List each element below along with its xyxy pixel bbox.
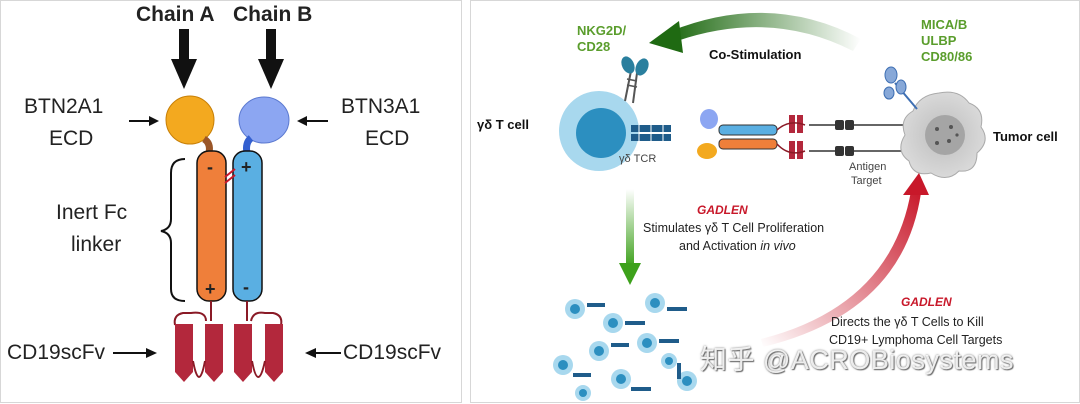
gd-tcr-label: γδ TCR [619, 153, 657, 165]
proliferation-arrow [626, 189, 634, 267]
tumor-cell [900, 91, 986, 178]
ulbp-label: ULBP [921, 33, 957, 48]
co-stimulation-label: Co-Stimulation [709, 47, 802, 62]
cd19-targets-label: CD19+ Lymphoma Cell Targets [829, 333, 1003, 347]
chain-b-arrow [258, 29, 284, 89]
activation-label: and Activation in vivo [679, 239, 796, 253]
gd-t-cell-label: γδ T cell [477, 117, 529, 132]
btn2a1-ecd-domain [165, 95, 215, 145]
stimulates-label: Stimulates γδ T Cell Proliferation [643, 221, 825, 235]
left-panel-schematic: Chain A Chain B BTN2A1 ECD BTN3A1 ECD In… [0, 0, 462, 403]
kill-direction-arrow [761, 191, 921, 347]
chain-a-arrow [171, 29, 197, 89]
cd80-label: CD80/86 [921, 49, 973, 64]
molecule-schematic [113, 29, 341, 382]
chain-a-plus: + [205, 279, 216, 299]
btn3a1-label: BTN3A1 [341, 95, 421, 118]
gadlen-label-1: GADLEN [697, 203, 748, 217]
cd19-scfv-right [234, 311, 283, 382]
antigen-target [835, 120, 909, 156]
cd19-scfv-left [173, 311, 223, 382]
inert-fc-brace [160, 158, 186, 302]
tumor-cell-label: Tumor cell [993, 129, 1058, 144]
btn2a1-ecd-label: ECD [49, 127, 94, 150]
chain-b-label: Chain B [233, 3, 313, 26]
mechanism-illustration [553, 12, 986, 401]
chain-a-minus: - [207, 157, 213, 177]
chain-a-label: Chain A [136, 3, 215, 26]
btn2a1-label: BTN2A1 [24, 95, 104, 118]
mica-label: MICA/B [921, 17, 968, 32]
btn3a1-ecd-domain [238, 96, 290, 144]
nkg2d-label: NKG2D/ [577, 23, 627, 38]
chain-b-minus: - [243, 277, 249, 297]
gadlen-label-2: GADLEN [901, 295, 952, 309]
inert-fc-label: Inert Fc [56, 201, 128, 224]
directs-label: Directs the γδ T Cells to Kill [831, 315, 984, 329]
right-panel-mechanism: NKG2D/ CD28 MICA/B ULBP CD80/86 Co-Stimu… [470, 0, 1080, 403]
nkg2d-receptor [621, 56, 649, 104]
watermark: 知乎 @ACROBiosystems [700, 345, 1014, 375]
co-stimulation-arrow [671, 12, 861, 51]
mica-ligand [883, 66, 918, 110]
cd19-right-arrow [305, 348, 341, 358]
btn3a1-arrow [297, 116, 328, 126]
gd-tcr [631, 125, 671, 141]
chain-b-plus: + [241, 157, 252, 177]
linker-label: linker [71, 233, 122, 256]
gd-t-cell [559, 91, 639, 171]
gadlen-molecule [697, 109, 806, 159]
cd19-left-arrow [113, 348, 157, 358]
target-label: Target [851, 175, 882, 187]
cd19scfv-right-label: CD19scFv [343, 341, 442, 364]
btn2a1-arrow [129, 116, 159, 126]
proliferated-t-cells [553, 293, 697, 401]
cd28-label: CD28 [577, 39, 611, 54]
btn3a1-ecd-label: ECD [365, 127, 410, 150]
antigen-label: Antigen [849, 161, 887, 173]
cd19scfv-left-label: CD19scFv [7, 341, 106, 364]
